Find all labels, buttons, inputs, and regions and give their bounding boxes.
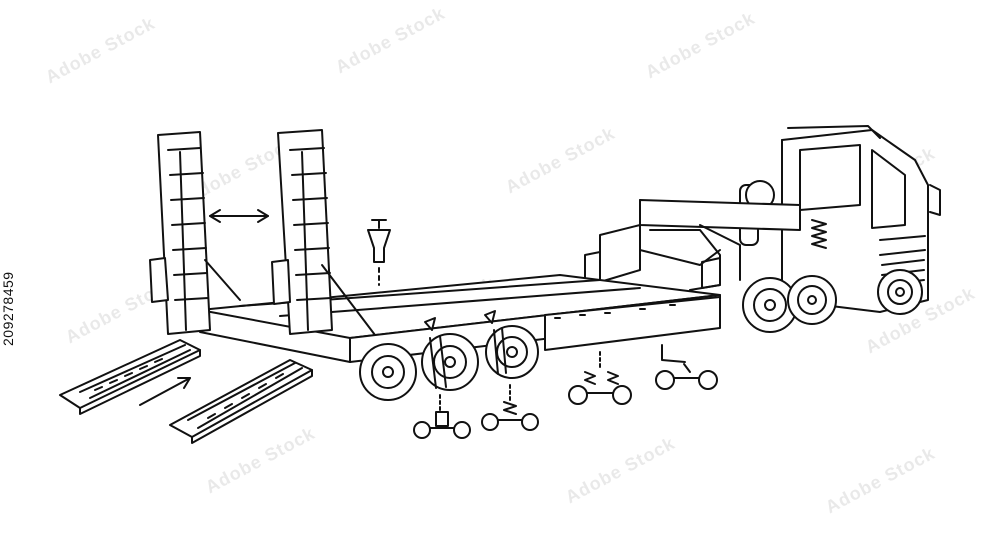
trailer-wheels [359,325,539,401]
suspension-details [367,219,718,439]
loading-direction-arrow [139,377,191,406]
tractor-truck [739,125,941,333]
gooseneck [584,199,801,291]
loading-ramps-lowered [59,339,313,444]
loading-ramps-upright [149,129,376,336]
